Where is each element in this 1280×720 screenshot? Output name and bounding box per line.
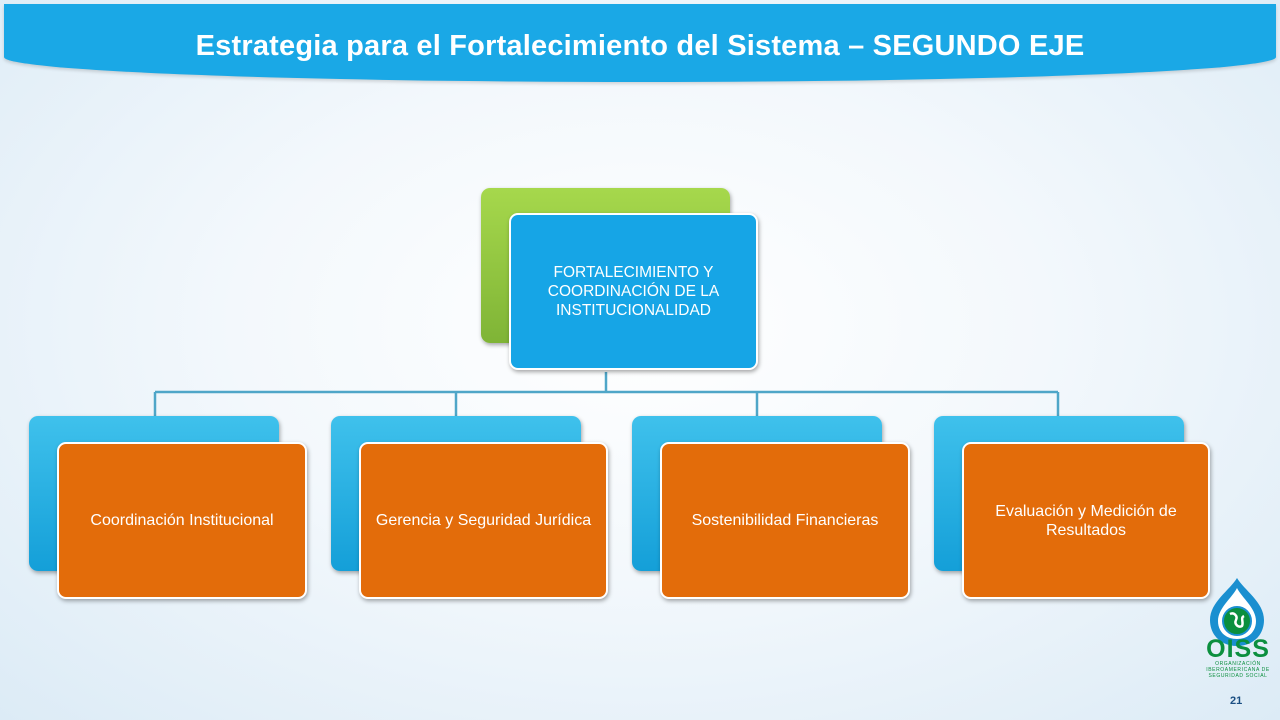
oiss-logo-icon [1210,578,1264,646]
child-node-coordinacion: Coordinación Institucional [57,442,307,599]
logo-subtitle: ORGANIZACIÓN IBEROAMERICANA DE SEGURIDAD… [1206,661,1270,679]
root-node: FORTALECIMIENTO Y COORDINACIÓN DE LA INS… [509,213,758,370]
page-number: 21 [1230,695,1243,707]
child-node-sostenibilidad: Sostenibilidad Financieras [660,442,910,599]
child-node-evaluacion: Evaluación y Medición de Resultados [962,442,1210,599]
logo-name: OISS [1206,635,1270,663]
page-title: Estrategia para el Fortalecimiento del S… [195,30,1085,62]
title-bar: Estrategia para el Fortalecimiento del S… [4,4,1276,82]
child-node-gerencia: Gerencia y Seguridad Jurídica [359,442,608,599]
